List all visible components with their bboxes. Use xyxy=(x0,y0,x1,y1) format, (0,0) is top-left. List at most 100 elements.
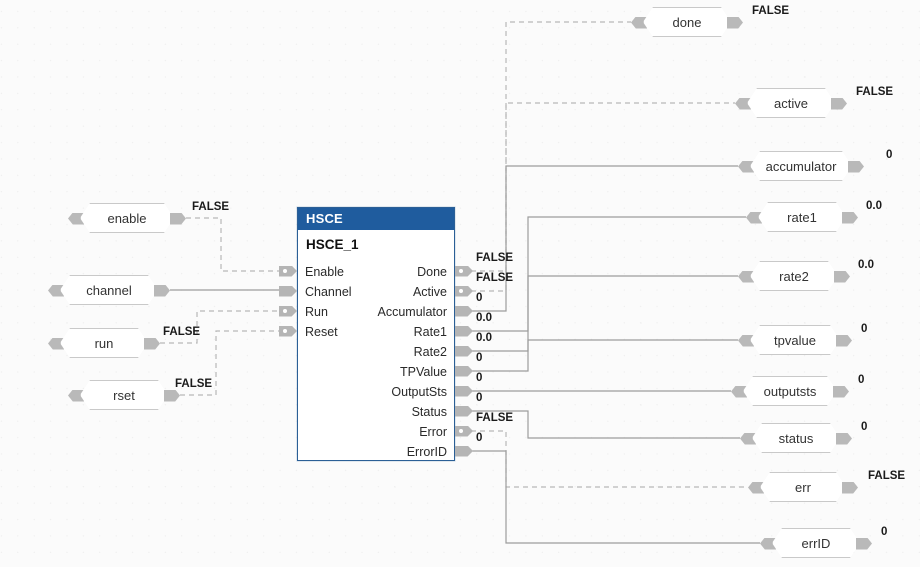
variable-label: rate1 xyxy=(787,209,817,225)
pin-label: Rate2 xyxy=(413,345,447,359)
pin-out-done[interactable]: Done xyxy=(298,262,454,282)
pin-bool-marker xyxy=(283,309,287,313)
variable-connector-left xyxy=(746,211,762,224)
pin-in-run[interactable]: Run xyxy=(298,302,454,322)
variable-connector-left xyxy=(631,16,647,29)
variable-label: enable xyxy=(107,210,147,226)
pin-stub-active[interactable] xyxy=(455,285,473,297)
variable-body xyxy=(747,88,835,118)
pin-out-errorid[interactable]: ErrorID xyxy=(298,442,454,462)
pin-label: Active xyxy=(412,285,447,299)
variable-label: rset xyxy=(113,387,135,403)
variable-connector-right xyxy=(154,284,170,297)
variable-connector-right xyxy=(856,537,872,550)
pin-stub-channel[interactable] xyxy=(279,285,297,297)
input-variable-value-run: FALSE xyxy=(163,326,201,338)
pin-out-tpvalue[interactable]: TPValue xyxy=(298,362,454,382)
variable-connector-right xyxy=(836,432,852,445)
pin-out-rate2[interactable]: Rate2 xyxy=(298,342,454,362)
pin-stub-accumulator[interactable] xyxy=(455,305,473,317)
pin-stub-reset[interactable] xyxy=(279,325,297,337)
pin-value-outputsts: 0 xyxy=(476,372,483,384)
variable-connector-right xyxy=(727,16,743,29)
pin-label: Run xyxy=(305,305,328,319)
pin-stub-status[interactable] xyxy=(455,405,473,417)
variable-body xyxy=(772,528,860,558)
pin-in-enable[interactable]: Enable xyxy=(298,262,454,282)
output-variable-status[interactable]: status xyxy=(740,423,852,453)
output-variable-value-tpvalue: 0 xyxy=(861,323,868,335)
output-variable-errID[interactable]: errID xyxy=(760,528,872,558)
variable-label: done xyxy=(672,14,702,30)
pin-stub-done[interactable] xyxy=(455,265,473,277)
function-block-type-name: HSCE xyxy=(298,208,454,230)
variable-connector-right xyxy=(842,481,858,494)
pin-stub-errorid[interactable] xyxy=(455,445,473,457)
pin-label: TPValue xyxy=(399,365,447,379)
variable-connector-left xyxy=(735,97,751,110)
variable-connector-right xyxy=(831,97,847,110)
pin-out-outputsts[interactable]: OutputSts xyxy=(298,382,454,402)
pin-label: Reset xyxy=(305,325,338,339)
variable-body xyxy=(643,7,731,37)
pin-in-reset[interactable]: Reset xyxy=(298,322,454,342)
pin-label: Rate1 xyxy=(413,325,447,339)
pin-value-status: 0 xyxy=(476,392,483,404)
input-variable-rset[interactable]: rset xyxy=(68,380,180,410)
variable-connector-right xyxy=(842,211,858,224)
pin-value-rate2: 0.0 xyxy=(476,332,492,344)
output-variable-value-err: FALSE xyxy=(868,470,906,482)
output-variable-accumulator[interactable]: accumulator xyxy=(738,151,864,181)
variable-connector-right xyxy=(164,389,180,402)
output-variable-value-accumulator: 0 xyxy=(886,149,893,161)
variable-body xyxy=(750,151,852,181)
pin-stub-tpvalue[interactable] xyxy=(455,365,473,377)
output-variable-rate1[interactable]: rate1 xyxy=(746,202,858,232)
pin-stub-error[interactable] xyxy=(455,425,473,437)
pin-value-accumulator: 0 xyxy=(476,292,483,304)
pin-stub-run[interactable] xyxy=(279,305,297,317)
output-variable-value-errID: 0 xyxy=(881,526,888,538)
pin-stub-outputsts[interactable] xyxy=(455,385,473,397)
input-variable-channel[interactable]: channel xyxy=(48,275,170,305)
input-variable-enable[interactable]: enable xyxy=(68,203,186,233)
output-variable-outputsts[interactable]: outputsts xyxy=(731,376,849,406)
pin-stub-rate1[interactable] xyxy=(455,325,473,337)
output-variable-value-rate2: 0.0 xyxy=(858,259,874,271)
function-block-instance-name: HSCE_1 xyxy=(306,237,359,252)
variable-label: channel xyxy=(86,282,132,298)
wire-accumulator xyxy=(471,165,738,312)
variable-body xyxy=(80,203,174,233)
variable-body xyxy=(80,380,168,410)
variable-connector-right xyxy=(834,270,850,283)
pin-out-rate1[interactable]: Rate1 xyxy=(298,322,454,342)
variable-connector-left xyxy=(748,481,764,494)
pin-in-channel[interactable]: Channel xyxy=(298,282,454,302)
pin-out-status[interactable]: Status xyxy=(298,402,454,422)
wire-done xyxy=(471,21,631,272)
variable-label: errID xyxy=(801,535,831,551)
pin-out-accumulator[interactable]: Accumulator xyxy=(298,302,454,322)
pin-stub-rate2[interactable] xyxy=(455,345,473,357)
output-variable-rate2[interactable]: rate2 xyxy=(738,261,850,291)
pin-out-error[interactable]: Error xyxy=(298,422,454,442)
input-variable-run[interactable]: run xyxy=(48,328,160,358)
variable-label: active xyxy=(774,95,808,111)
pin-stub-enable[interactable] xyxy=(279,265,297,277)
wire-enable xyxy=(186,217,281,272)
output-variable-tpvalue[interactable]: tpvalue xyxy=(738,325,852,355)
pin-value-errorid: 0 xyxy=(476,432,483,444)
variable-body xyxy=(758,202,846,232)
pin-out-active[interactable]: Active xyxy=(298,282,454,302)
variable-connector-left xyxy=(48,284,64,297)
variable-label: rate2 xyxy=(779,268,809,284)
output-variable-active[interactable]: active xyxy=(735,88,847,118)
variable-label: run xyxy=(94,335,114,351)
pin-label: ErrorID xyxy=(406,445,447,459)
output-variable-done[interactable]: done xyxy=(631,7,743,37)
variable-connector-right xyxy=(144,337,160,350)
wire-errid xyxy=(471,450,760,544)
output-variable-err[interactable]: err xyxy=(748,472,858,502)
